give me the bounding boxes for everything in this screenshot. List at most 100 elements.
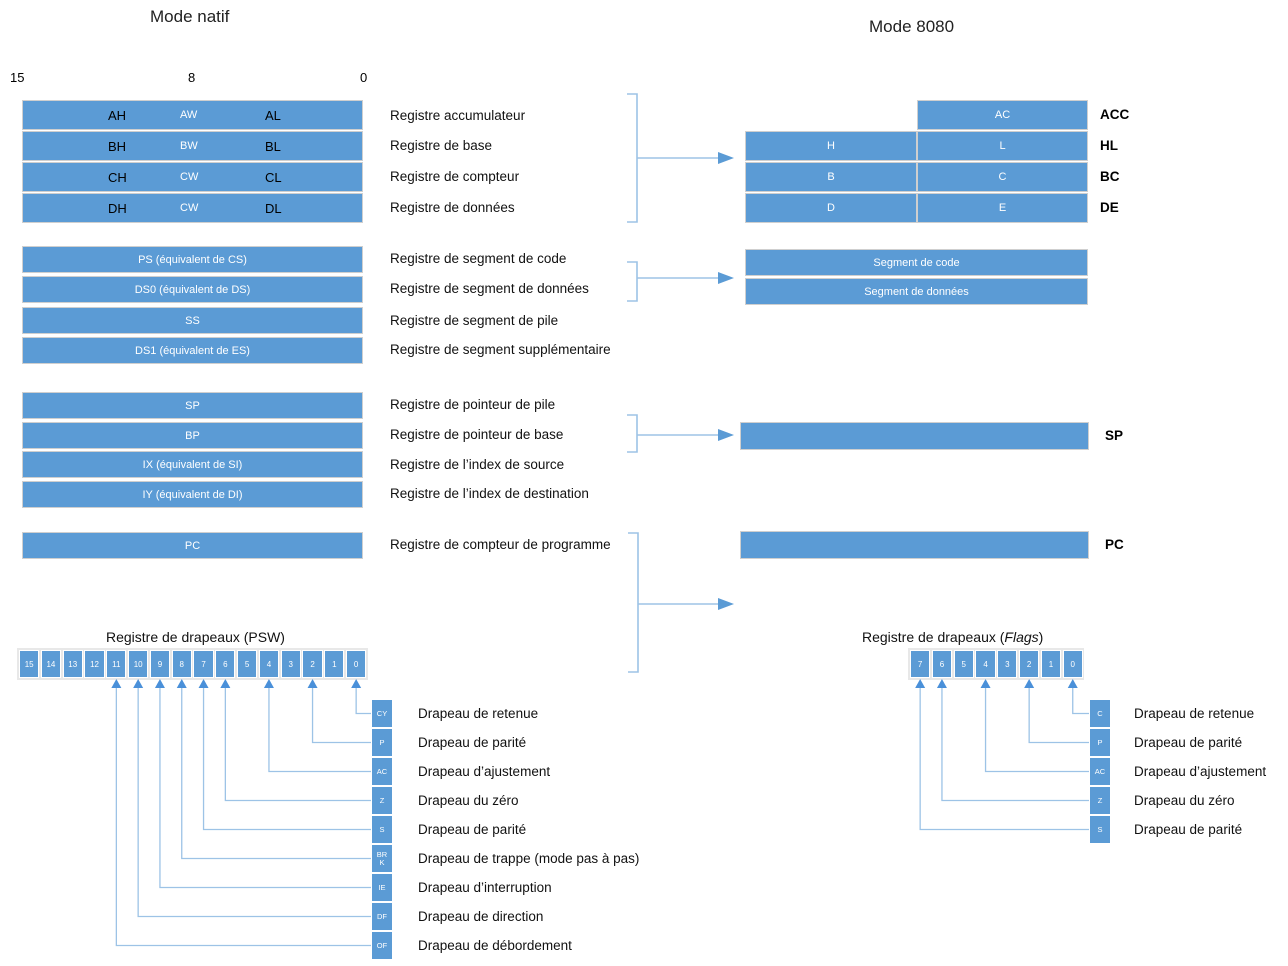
flags8080-flag-box-z[interactable]: Z [1089,786,1111,815]
psw-connector-df [137,688,371,918]
flags8080-bit-7[interactable]: 7 [910,650,931,678]
psw-flag-label-2: Drapeau d’ajustement [418,764,551,779]
bracket-pc [628,532,639,673]
psw-arrowheads [111,679,362,688]
psw-connector-cy [355,688,371,715]
reg8080-c[interactable]: C [917,162,1088,192]
flags8080-title-italic: Flags [1004,629,1039,645]
psw-flag-box-ie[interactable]: IE [371,873,393,902]
psw-flag-box-s[interactable]: S [371,815,393,844]
flags8080-flag-box-p[interactable]: P [1089,728,1111,757]
native-register-row-a[interactable] [22,100,363,130]
flags8080-bit-5[interactable]: 5 [953,650,974,678]
psw-flag-label-3: Drapeau du zéro [418,793,519,808]
psw-bit-5[interactable]: 5 [237,650,258,678]
flags8080-flag-box-s[interactable]: S [1089,815,1111,844]
flags8080-connector-lines [919,688,1089,831]
arrowhead-pointer [718,429,734,441]
flags8080-bit-1[interactable]: 1 [1040,650,1062,678]
reg8080-pc[interactable] [740,531,1089,559]
native-register-row-b[interactable] [22,131,363,161]
psw-flag-box-p[interactable]: P [371,728,393,757]
label-sp: SP [1105,428,1124,443]
native-pointer-bp[interactable]: BP [22,422,363,449]
label-pc: PC [1105,537,1124,552]
flags8080-connector-s [919,688,1089,831]
psw-connector-brk [181,688,371,860]
native-segment-ss[interactable]: SS [22,307,363,334]
flags8080-arrowheads [915,679,1078,688]
psw-bit-11[interactable]: 11 [106,650,127,678]
psw-flag-label-4: Drapeau de parité [418,822,527,837]
psw-connector-p [311,688,371,744]
reg8080-segment-code[interactable]: Segment de code [745,249,1088,276]
reg8080-b[interactable]: B [745,162,917,192]
native-pointer-ix[interactable]: IX (équivalent de SI) [22,451,363,478]
flags8080-flag-label-3: Drapeau du zéro [1134,793,1235,808]
native-register-row-c[interactable] [22,162,363,192]
psw-connector-s [202,688,371,831]
desc-index-source: Registre de l’index de source [390,457,565,472]
psw-flag-box-ac[interactable]: AC [371,757,393,786]
psw-flag-label-6: Drapeau d’interruption [418,880,552,895]
flags8080-connector-z [941,688,1089,802]
native-program-counter[interactable]: PC [22,532,363,559]
psw-bit-9[interactable]: 9 [149,650,171,678]
label-bc: BC [1100,169,1120,184]
flags8080-bit-0[interactable]: 0 [1062,650,1083,678]
psw-bit-3[interactable]: 3 [280,650,301,678]
psw-bit-8[interactable]: 8 [171,650,192,678]
psw-bit-6[interactable]: 6 [215,650,236,678]
psw-flag-label-8: Drapeau de débordement [418,938,572,953]
psw-connector-ac [268,688,371,773]
bracket-pointer [627,414,638,453]
psw-flag-box-z[interactable]: Z [371,786,393,815]
reg8080-d[interactable]: D [745,193,917,223]
flags8080-connector-p [1028,688,1089,744]
psw-bit-15[interactable]: 15 [19,650,40,678]
native-segment-ps[interactable]: PS (équivalent de CS) [22,246,363,273]
label-hl: HL [1100,138,1118,153]
bracket-general [627,93,638,223]
psw-connector-z [224,688,371,802]
psw-flag-box-df[interactable]: DF [371,902,393,931]
reg8080-e[interactable]: E [917,193,1088,223]
flags8080-flag-box-c[interactable]: C [1089,699,1111,728]
reg8080-ac[interactable]: AC [917,100,1088,130]
psw-bit-0[interactable]: 0 [346,650,367,678]
reg8080-segment-donnees[interactable]: Segment de données [745,278,1088,305]
flags8080-flag-label-1: Drapeau de parité [1134,735,1243,750]
psw-bit-4[interactable]: 4 [258,650,280,678]
arrowheads [718,152,734,610]
psw-bit-13[interactable]: 13 [62,650,83,678]
psw-arrowhead-p [307,679,318,688]
reg8080-h[interactable]: H [745,131,917,161]
flags8080-bit-4[interactable]: 4 [975,650,996,678]
flags8080-title: Registre de drapeaux (Flags) [862,629,1043,645]
psw-arrowhead-z [220,679,231,688]
psw-arrowhead-cy [351,679,362,688]
psw-bit-12[interactable]: 12 [84,650,105,678]
native-segment-ds1[interactable]: DS1 (équivalent de ES) [22,337,363,364]
native-pointer-sp[interactable]: SP [22,392,363,419]
psw-arrowhead-ie [154,679,165,688]
flags8080-bit-2[interactable]: 2 [1019,650,1040,678]
psw-bit-1[interactable]: 1 [324,650,345,678]
psw-bit-10[interactable]: 10 [128,650,149,678]
psw-flag-box-cy[interactable]: CY [371,699,393,728]
flags8080-bit-6[interactable]: 6 [931,650,953,678]
native-segment-ds0[interactable]: DS0 (équivalent de DS) [22,276,363,303]
native-register-row-d[interactable] [22,193,363,223]
desc-compteur-programme: Registre de compteur de programme [390,537,611,552]
reg8080-sp[interactable] [740,422,1089,450]
flags8080-flag-box-ac[interactable]: AC [1089,757,1111,786]
native-pointer-iy[interactable]: IY (équivalent de DI) [22,481,363,508]
reg8080-l[interactable]: L [917,131,1088,161]
psw-flag-box-of[interactable]: OF [371,931,393,960]
psw-flag-label-0: Drapeau de retenue [418,706,539,721]
psw-bit-14[interactable]: 14 [40,650,62,678]
psw-bit-2[interactable]: 2 [302,650,323,678]
psw-bit-7[interactable]: 7 [193,650,214,678]
flags8080-bit-3[interactable]: 3 [997,650,1018,678]
